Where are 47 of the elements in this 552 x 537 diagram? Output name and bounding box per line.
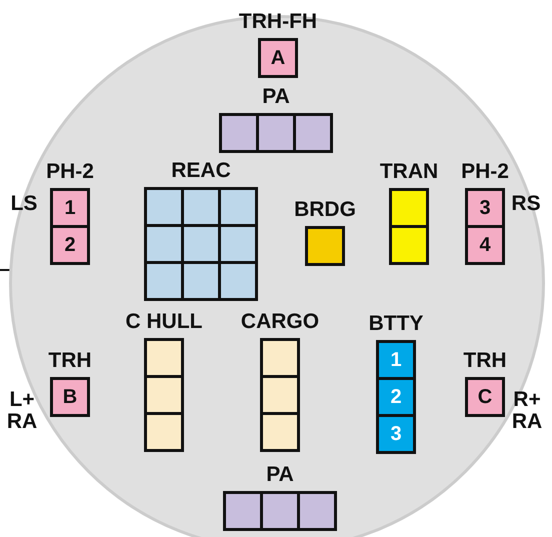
compartment-cell (389, 188, 429, 228)
compartment-cell (305, 226, 345, 266)
section-label: REAC (170, 159, 232, 183)
compartment-cell: B (50, 377, 90, 417)
compartment-cell (219, 113, 259, 153)
section-label: PA (261, 85, 291, 109)
compartment-cell (218, 261, 258, 301)
compartment-cell: C (465, 377, 505, 417)
compartment-cell (260, 491, 300, 531)
section-label: C HULL (124, 310, 204, 334)
compartment-cell: A (258, 38, 298, 78)
compartment-cell (260, 338, 300, 378)
compartment-cell: 3 (376, 414, 416, 454)
compartment-cell (297, 491, 337, 531)
compartment-cell: 3 (465, 188, 505, 228)
compartment-cell (218, 187, 258, 227)
compartment-cell (256, 113, 296, 153)
side-label: R+ RA (510, 389, 544, 433)
side-label: RS (510, 193, 542, 215)
section-label: PH-2 (460, 160, 510, 184)
section-label: TRH (462, 349, 508, 373)
section-label: TRH (47, 349, 93, 373)
compartment-cell: 4 (465, 225, 505, 265)
compartment-cell (293, 113, 333, 153)
compartment-cell (144, 412, 184, 452)
section-label: PH-2 (45, 160, 95, 184)
compartment-cell (144, 338, 184, 378)
compartment-cell: 1 (50, 188, 90, 228)
compartment-cell (144, 261, 184, 301)
compartment-cell (260, 375, 300, 415)
compartment-cell: 2 (376, 377, 416, 417)
side-label: LS (10, 193, 38, 215)
side-label: L+ RA (6, 389, 38, 433)
section-label: TRH-FH (238, 10, 318, 34)
compartment-cell (144, 375, 184, 415)
section-label: PA (265, 463, 295, 487)
section-label: BRDG (293, 198, 357, 222)
compartment-cell (218, 224, 258, 264)
section-label: CARGO (240, 310, 320, 334)
section-label: BTTY (368, 312, 424, 336)
section-label: TRAN (378, 160, 440, 184)
compartment-cell (389, 225, 429, 265)
compartment-cell: 1 (376, 340, 416, 380)
compartment-cell (223, 491, 263, 531)
compartment-cell (181, 261, 221, 301)
compartment-cell (260, 412, 300, 452)
compartment-cell: 2 (50, 225, 90, 265)
